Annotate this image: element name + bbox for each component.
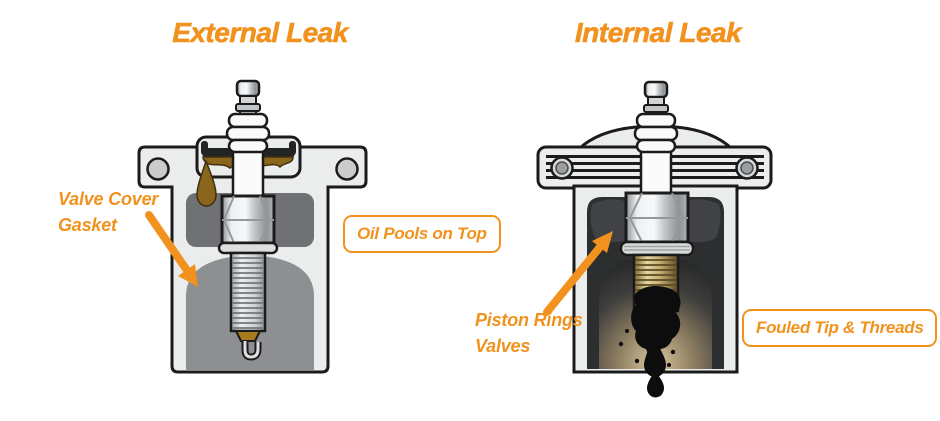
thread-ridges xyxy=(232,257,264,329)
oil-drop-falling xyxy=(647,371,664,398)
spark-plug-clean xyxy=(217,79,279,361)
oil-drip xyxy=(196,158,217,207)
valve-cover-gasket-label: Valve Cover Gasket xyxy=(58,189,159,235)
external-leak-title: External Leak xyxy=(172,17,349,49)
seat-shoulder-left xyxy=(590,199,629,243)
valve-cover-cutaway-illustration xyxy=(137,79,368,374)
spark-plug-fouled xyxy=(618,80,695,398)
oil-pools-callout-box: Oil Pools on Top xyxy=(343,215,501,253)
piston-rings-arrow xyxy=(543,231,613,316)
bolt-hole-right xyxy=(735,156,759,180)
bolt-hole-left xyxy=(146,157,170,181)
valve-cover-gasket-arrow xyxy=(145,211,198,287)
internal-leak-title: Internal Leak xyxy=(574,17,742,49)
piston-rings-valves-label: Piston Rings Valves xyxy=(475,310,583,356)
fouled-tip-callout-box: Fouled Tip & Threads xyxy=(742,309,938,347)
fouled-tip-deposits xyxy=(618,286,681,398)
bolt-hole-right xyxy=(335,157,359,181)
cylinder-head-cutaway-illustration xyxy=(536,80,773,398)
bolt-hole-left xyxy=(550,156,574,180)
seat-shoulder-right xyxy=(682,199,721,243)
